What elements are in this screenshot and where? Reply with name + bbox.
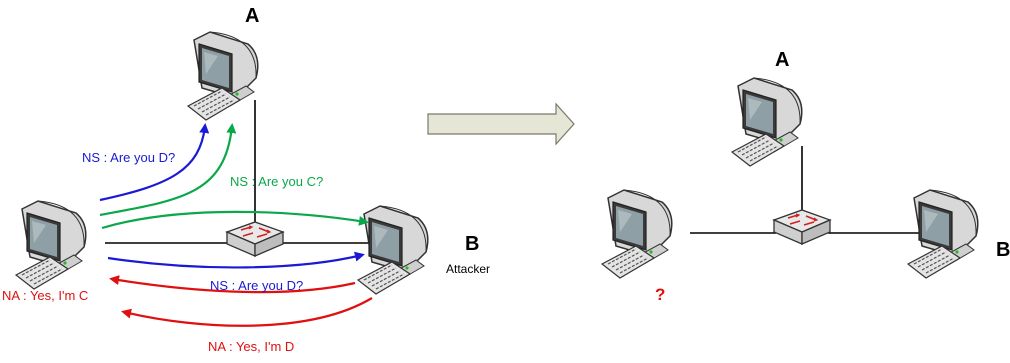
na-arrow-2 xyxy=(121,297,373,327)
computer-icon-a-right xyxy=(731,77,803,167)
computer-icon-b-right xyxy=(907,189,979,279)
computer-icon-a xyxy=(187,31,259,121)
network-switch-icon-right xyxy=(773,209,831,245)
ns-arrow-green-to-b xyxy=(101,210,369,230)
ns-arrow-green-to-a xyxy=(99,123,237,217)
node-a-label: A xyxy=(245,5,259,27)
ns-arrow-blue-to-b xyxy=(107,251,365,269)
attacker-label: Attacker xyxy=(446,262,490,276)
right-topology: A B ? xyxy=(601,49,1010,304)
ns-label-blue-bottom: NS : Are you D? xyxy=(210,278,303,293)
ns-arrow-to-a xyxy=(99,123,210,202)
computer-icon-b xyxy=(357,205,429,295)
computer-icon-c-right xyxy=(601,189,673,279)
node-b-label-right: B xyxy=(996,239,1010,261)
transition-arrow-icon xyxy=(427,102,575,146)
node-a-label-right: A xyxy=(775,49,789,71)
ns-label-green: NS : Are you C? xyxy=(230,174,323,189)
na-arrow-1 xyxy=(109,275,356,294)
network-switch-icon-left xyxy=(226,221,284,257)
na-label-1: NA : Yes, I'm C xyxy=(2,288,88,303)
message-arrows xyxy=(99,123,373,327)
node-b-label: B xyxy=(465,233,479,255)
computer-icon-c xyxy=(15,200,87,290)
na-label-2: NA : Yes, I'm D xyxy=(208,339,294,354)
unknown-host-marker: ? xyxy=(655,285,665,304)
left-topology: A B Attacker xyxy=(15,5,490,295)
message-labels: NS : Are you D? NS : Are you C? NS : Are… xyxy=(2,150,323,354)
ns-label-blue-top: NS : Are you D? xyxy=(82,150,175,165)
